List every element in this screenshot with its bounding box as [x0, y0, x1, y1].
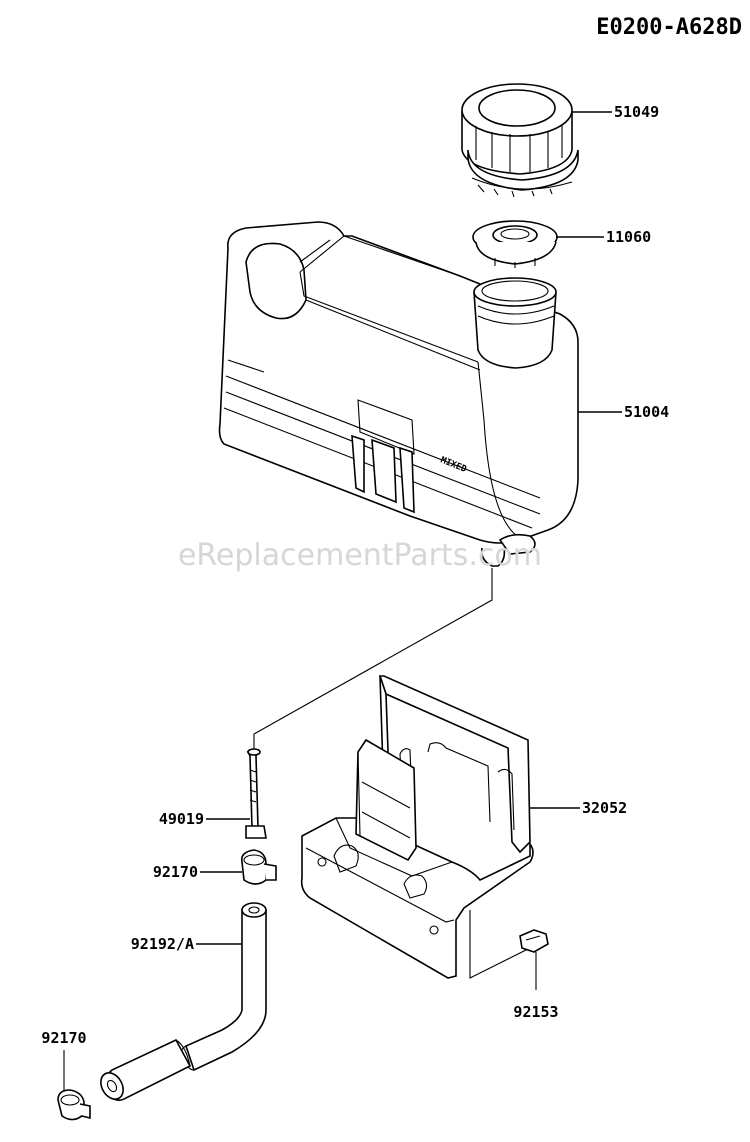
bracket-drawing: [300, 675, 580, 979]
part-number-clamp-upper: 92170: [153, 863, 198, 881]
part-number-tank: 51004: [624, 403, 669, 421]
diagram-code: E0200-A628D: [596, 15, 742, 40]
bolt-drawing: [206, 748, 267, 839]
part-number-hose: 92192/A: [131, 935, 194, 953]
fuel-tank-drawing: MIXED: [218, 221, 622, 567]
part-number-screw: 92153: [513, 1003, 558, 1021]
part-number-bolt: 49019: [159, 810, 204, 828]
leader-tank-to-bolt: [253, 568, 493, 752]
hose-drawing: [100, 902, 267, 1102]
screw-drawing: [519, 929, 549, 990]
watermark: eReplacementParts.com: [178, 538, 542, 573]
part-number-filter: 11060: [606, 228, 651, 246]
fuel-filter-drawing: [472, 220, 604, 268]
part-number-clamp-lower: 92170: [41, 1029, 86, 1047]
clamp-upper-drawing: [200, 849, 277, 885]
clamp-lower-drawing: [57, 1050, 91, 1121]
part-number-cap: 51049: [614, 103, 659, 121]
fuel-cap-drawing: [461, 83, 612, 198]
part-number-bracket: 32052: [582, 799, 627, 817]
